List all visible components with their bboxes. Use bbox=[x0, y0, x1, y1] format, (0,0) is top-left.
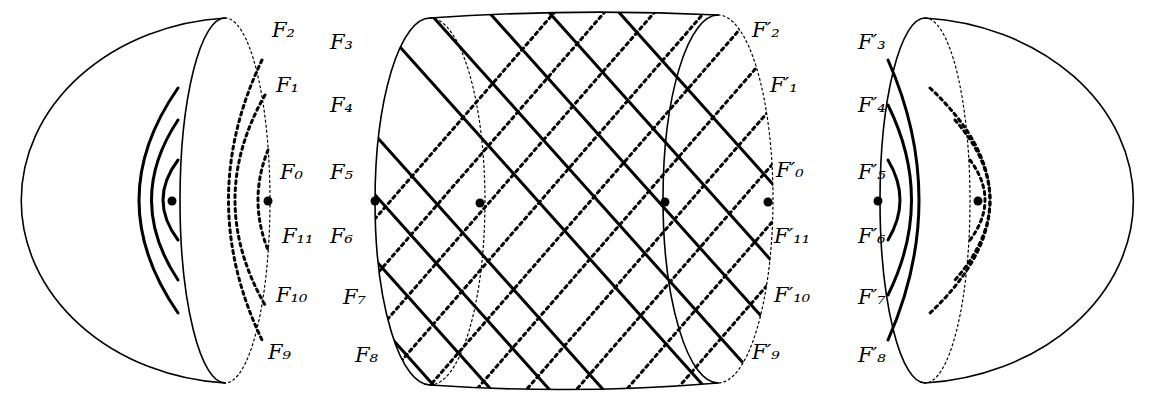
curve-label: F₇ bbox=[343, 287, 366, 308]
curve-label: F′₆ bbox=[858, 226, 886, 247]
curve-label: F₉ bbox=[268, 342, 291, 363]
curve-label: F₀ bbox=[280, 162, 303, 183]
curve-label: F₈ bbox=[355, 345, 378, 366]
curve-label: F′₂ bbox=[752, 20, 780, 41]
curve-label: F₄ bbox=[330, 95, 353, 116]
curve-label: F₅ bbox=[330, 162, 353, 183]
curve-label: F′₀ bbox=[776, 160, 804, 181]
curve-label: F′₈ bbox=[858, 345, 886, 366]
curve-label: F₆ bbox=[330, 226, 353, 247]
curve-label: F₂ bbox=[272, 20, 295, 41]
curve-label: F′₁₀ bbox=[774, 285, 810, 306]
curve-label: F′₉ bbox=[752, 342, 780, 363]
curve-label: F₁ bbox=[276, 75, 299, 96]
curve-label: F₃ bbox=[330, 32, 353, 53]
curve-label: F′₄ bbox=[858, 95, 886, 116]
curve-label: F₁₀ bbox=[276, 285, 307, 306]
curve-label: F′₃ bbox=[858, 32, 886, 53]
curve-label: F′₇ bbox=[858, 287, 886, 308]
curve-label: F′₁₁ bbox=[774, 226, 810, 247]
curve-label: F′₁ bbox=[770, 75, 798, 96]
curve-label: F₁₁ bbox=[282, 226, 313, 247]
curve-label: F′₅ bbox=[858, 162, 886, 183]
